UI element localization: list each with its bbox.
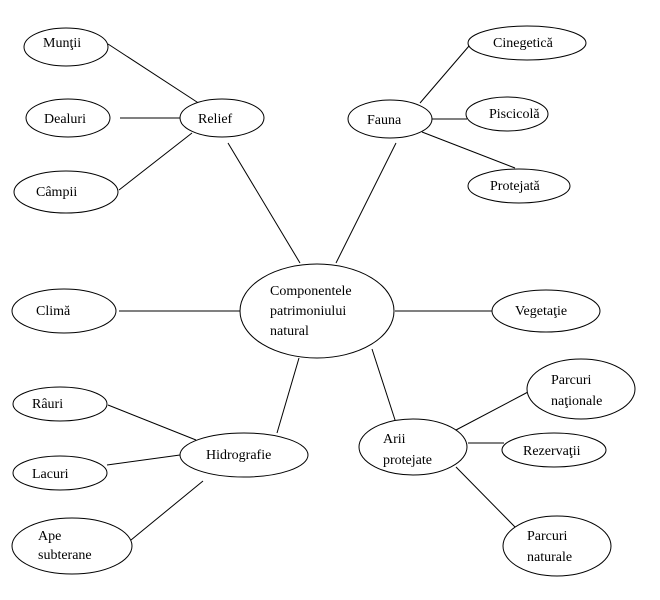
node-label: Dealuri — [44, 112, 86, 127]
node-label-line: Arii — [383, 432, 406, 447]
node-parcuri-nationale: Parcuri naţionale — [526, 358, 636, 420]
node-relief: Relief — [179, 98, 265, 138]
edge-hidro-ape — [130, 480, 204, 541]
node-label: Fauna — [367, 113, 402, 128]
node-label: Râuri — [32, 397, 63, 412]
node-protejata: Protejată — [467, 168, 571, 204]
edge-fauna-protejata — [421, 131, 516, 169]
edge-center-arii — [371, 348, 397, 424]
node-label: Climă — [36, 304, 71, 319]
node-label-line: Parcuri — [551, 373, 592, 388]
node-label: Relief — [198, 112, 233, 127]
node-label-line: subterane — [38, 548, 92, 563]
edge-relief-campii — [118, 132, 193, 191]
edge-arii-parcuri-natur — [455, 466, 517, 529]
edge-center-relief — [227, 142, 301, 264]
node-label: Munţii — [43, 36, 81, 51]
node-campii: Câmpii — [13, 170, 119, 214]
node-label: Vegetaţie — [515, 304, 567, 319]
node-label-line: natural — [270, 324, 309, 339]
node-label-line: protejate — [383, 453, 432, 468]
edge-center-fauna — [335, 142, 397, 264]
node-rauri: Râuri — [12, 386, 108, 422]
node-label: Rezervaţii — [523, 444, 581, 459]
node-label-line: Ape — [38, 529, 61, 544]
node-lacuri: Lacuri — [12, 455, 108, 491]
edge-relief-muntii — [107, 43, 201, 105]
edges — [106, 43, 529, 541]
node-label: Câmpii — [36, 185, 77, 200]
node-label-line: Parcuri — [527, 529, 568, 544]
node-label: Cinegetică — [493, 36, 554, 51]
node-fauna: Fauna — [347, 99, 433, 139]
node-piscicola: Piscicolă — [465, 96, 549, 132]
edge-fauna-cinegetica — [419, 45, 470, 104]
node-label: Protejată — [490, 179, 541, 194]
edge-hidro-rauri — [107, 404, 197, 441]
node-label-line: naţionale — [551, 394, 602, 409]
node-cinegetica: Cinegetică — [467, 25, 587, 61]
node-ape-subterane: Ape subterane — [11, 517, 133, 575]
node-label-line: naturale — [527, 550, 572, 565]
node-vegetatie: Vegetaţie — [491, 289, 601, 333]
node-rezervatii: Rezervaţii — [501, 432, 607, 468]
node-arii-protejate: Arii protejate — [358, 418, 468, 476]
node-parcuri-naturale: Parcuri naturale — [502, 515, 612, 577]
node-label: Piscicolă — [489, 107, 540, 122]
node-dealuri: Dealuri — [25, 98, 111, 138]
node-componentele-patrimoniului-natural: Componentele patrimoniului natural — [239, 263, 395, 359]
edge-hidro-lacuri — [106, 454, 181, 466]
node-label: Hidrografie — [206, 448, 271, 463]
node-muntii: Munţii — [23, 27, 109, 67]
node-label: Lacuri — [32, 467, 69, 482]
node-label-line: Componentele — [270, 284, 352, 299]
edge-center-hidrografie — [276, 357, 300, 434]
node-hidrografie: Hidrografie — [179, 432, 309, 478]
node-label-line: patrimoniului — [270, 304, 346, 319]
edge-arii-parcuri-nat — [455, 391, 529, 431]
node-clima: Climă — [11, 288, 117, 334]
